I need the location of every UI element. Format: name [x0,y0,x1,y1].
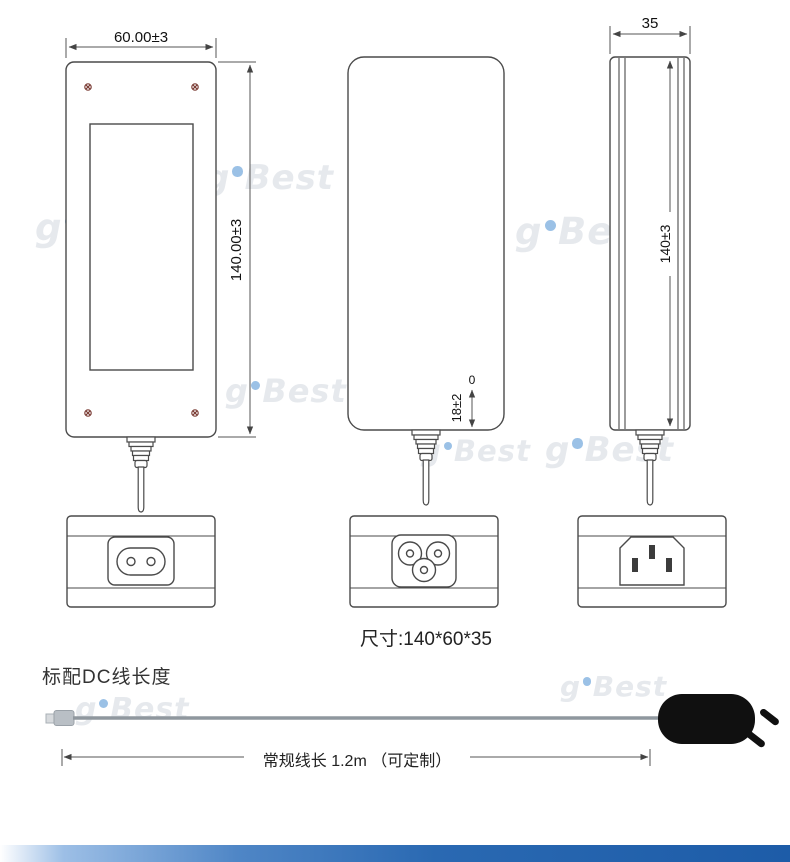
cable-plug-left-icon [45,710,75,726]
bottom-accent-bar [0,845,790,862]
watermark-text: g [515,210,543,253]
cable-length-label: 常规线长 1.2m （可定制） [262,753,452,770]
watermark-dot-icon [443,441,453,451]
strain-length-dimension: 0 18±2 [449,373,476,428]
connector-view-c14 [577,515,727,608]
watermark-text: g [560,670,582,703]
side-height-dim-label: 140±3 [657,224,673,263]
watermark-text: g [225,372,249,410]
side-width-dimension: 35 [609,15,691,54]
power-plug-icon [658,694,779,748]
dc-length-heading: 标配DC线长度 [42,667,172,688]
front-width-dimension: 60.00±3 [65,29,217,58]
watermark-dot-icon [232,166,243,177]
watermark-logo: g Best [225,372,347,410]
screw-icon [191,409,199,417]
screw-icon [84,83,92,91]
size-caption: 尺寸:140*60*35 [359,629,493,650]
watermark-dot-icon [99,699,109,708]
strain-dim-label: 18±2 [449,394,464,423]
middle-view [347,56,505,431]
dc-cable-illustration [45,694,779,766]
cable-length-dimension [61,749,651,766]
watermark-dot-icon [572,438,583,449]
screw-icon [191,83,199,91]
strain-relief-icon [635,429,665,506]
watermark-logo: g Best [560,670,667,703]
side-view [609,56,691,431]
connector-view-c7 [66,515,216,608]
watermark-text: Best [453,434,531,468]
side-height-dimension: 140±3 [657,60,674,427]
middle-view-outline [347,56,505,431]
screw-icon [84,409,92,417]
front-width-dim-label: 60.00±3 [114,29,168,46]
front-label-area [89,123,194,371]
strain-relief-icon [126,436,156,513]
c7-inlet-icon [107,536,175,586]
watermark-text: Best [110,692,190,727]
side-width-dim-label: 35 [642,15,659,32]
watermark-text: Best [244,158,335,198]
watermark-text: g [35,206,63,249]
strain-dim-zero-mark: 0 [469,373,476,387]
connector-view-c5 [349,515,499,608]
front-height-dim-label: 140.00±3 [228,219,245,281]
front-height-dimension: 140.00±3 [218,61,256,438]
watermark-text: Best [592,670,668,703]
watermark-dot-icon [544,219,556,231]
c5-inlet-icon [391,534,457,588]
c14-inlet-icon [619,536,685,586]
strain-relief-icon [411,429,441,506]
watermark-dot-icon [250,380,261,391]
watermark-dot-icon [582,677,592,686]
front-view [65,61,217,438]
watermark-text: Best [262,372,347,410]
watermark-text: g [545,430,571,470]
